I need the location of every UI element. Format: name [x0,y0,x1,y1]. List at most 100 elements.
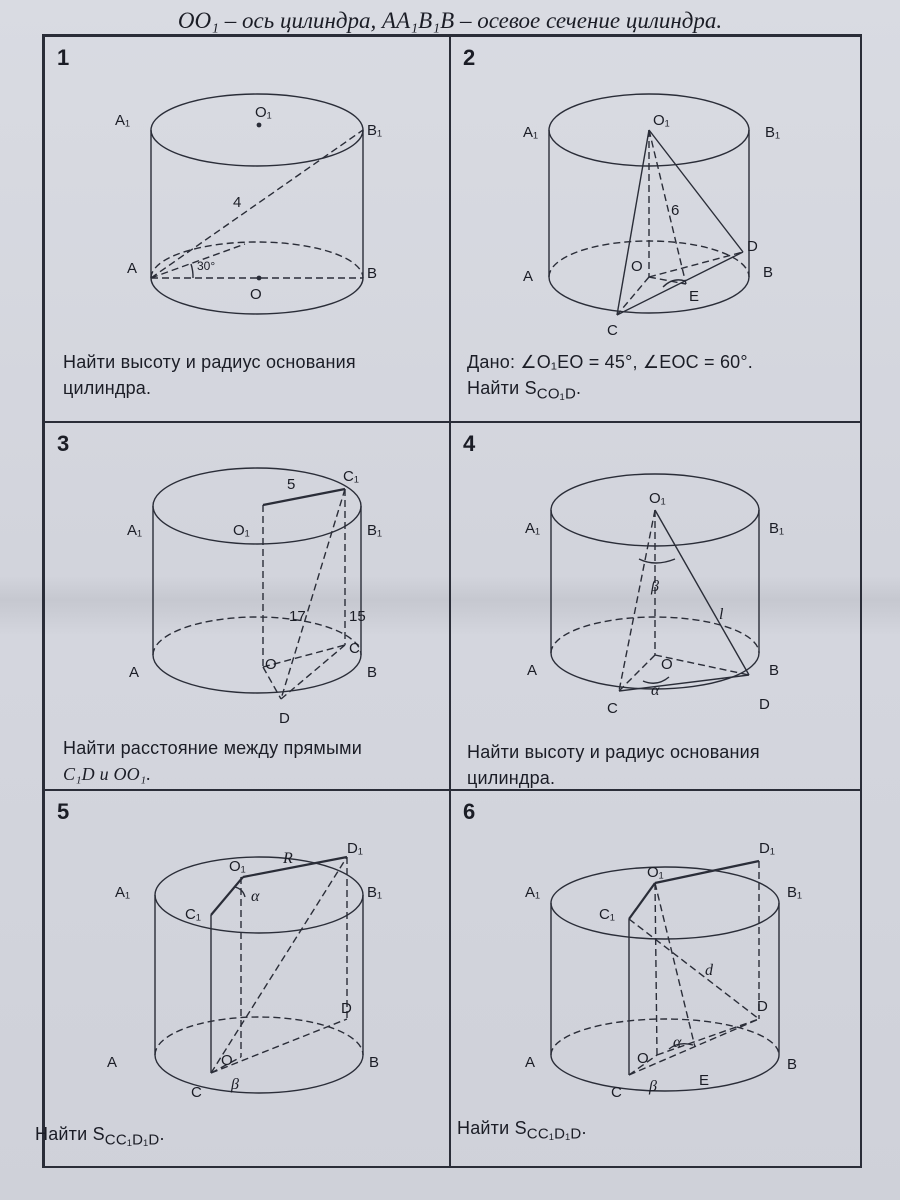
label-d: D [747,238,758,255]
task-text-2: Дано: ∠O₁EO = 45°, ∠EOC = 60°. Найти SCO… [467,349,837,408]
label-a1: A₁ [525,884,540,901]
problem-5: 5 A₁ O₁ R D₁ B₁ C₁ [35,790,450,1168]
label-a: A [523,268,533,285]
task-text-1: Найти высоту и радиус основания цилиндра… [63,349,433,401]
task-line: Найти расстояние между прямыми [63,738,362,758]
task-text-4: Найти высоту и радиус основания цилиндра… [467,739,837,791]
label-c: C [611,1084,622,1101]
label-beta: β [648,1078,657,1095]
label-a: A [107,1054,117,1071]
label-b: B [367,664,377,681]
task-line: Найти высоту и радиус основания [467,742,760,762]
label-b: B [763,264,773,281]
label-o: O [265,656,277,673]
label-b1: B₁ [765,124,780,141]
label-length-17: 17 [289,608,306,625]
label-a1: A₁ [525,520,540,537]
label-b: B [787,1056,797,1073]
label-c1: C₁ [185,906,201,923]
task-line: цилиндра. [63,378,152,398]
label-o1: O₁ [649,490,666,507]
label-o: O [661,656,673,673]
label-length-6: 6 [671,202,679,219]
label-c: C [607,700,618,717]
problem-number: 2 [463,45,476,70]
label-a1: A₁ [523,124,538,141]
task-line: Дано: ∠O₁EO = 45°, ∠EOC = 60°. [467,352,753,372]
task-line: Найти SCO₁D. [467,375,837,408]
problem-number: 5 [57,799,70,824]
task-period: . [159,1124,165,1144]
problem-number: 4 [463,431,476,456]
problem-number: 1 [57,45,70,70]
problem-4: 4 A₁ O₁ B₁ A O B C [450,422,862,790]
task-subscript: CC₁D₁D [526,1125,582,1143]
task-find: Найти S [457,1118,527,1138]
label-o: O [250,286,262,303]
label-o: O [221,1052,233,1069]
label-a: A [129,664,139,681]
label-angle-30: 30° [197,259,215,273]
label-alpha: α [251,888,260,905]
task-subscript: CC₁D₁D [104,1131,160,1149]
task-line: цилиндра. [467,768,556,788]
label-b: B [367,265,377,282]
task-line: Найти SCC₁D₁D. [35,1121,405,1154]
label-r: R [282,850,293,867]
problem-1: 1 A₁ O₁ B₁ A O B 4 30° [44,36,450,422]
label-b1: B₁ [367,122,382,139]
cylinder-figure-4: A₁ O₁ B₁ A O B C D β l α [525,473,784,717]
cylinder-figure-1: A₁ O₁ B₁ A O B 4 30° [115,93,382,315]
task-find: Найти S [467,378,537,398]
label-a: A [527,662,537,679]
label-b: B [369,1054,379,1071]
label-b: B [769,662,779,679]
label-c1: C₁ [599,906,615,923]
label-o1: O₁ [229,858,246,875]
label-c1: C₁ [343,468,359,485]
task-text-6: Найти SCC₁D₁D. [457,1115,827,1148]
label-o1: O₁ [647,864,664,881]
label-o: O [637,1050,649,1067]
task-line: Найти SCC₁D₁D. [457,1115,827,1148]
label-length-15: 15 [349,608,366,625]
task-subscript: CO₁D [536,385,576,403]
label-c: C [349,640,360,657]
label-length-4: 4 [233,194,241,211]
task-text-3: Найти расстояние между прямыми C₁D и OO₁… [63,735,433,787]
label-e: E [689,288,699,305]
problem-6: 6 A₁ O₁ D₁ B₁ [450,790,862,1168]
label-a: A [525,1054,535,1071]
problem-2: 2 A₁ O₁ B₁ A O B [450,36,862,422]
task-text-5: Найти SCC₁D₁D. [35,1121,405,1154]
label-d: D [759,696,770,713]
label-b1: B₁ [787,884,802,901]
task-period: . [575,378,582,398]
label-l: l [719,606,724,623]
label-o1: O₁ [255,104,272,121]
label-c: C [607,322,618,339]
task-period: . [581,1118,587,1138]
label-b1: B₁ [769,520,784,537]
label-length-5: 5 [287,476,295,493]
label-e: E [699,1072,709,1089]
cylinder-figure-6: A₁ O₁ D₁ B₁ C₁ d A O D B E C α β [525,840,802,1101]
worksheet-header: OO₁ – ось цилиндра, AA₁B₁B – осевое сече… [177,8,723,33]
label-alpha: α [673,1034,682,1051]
label-a1: A₁ [115,884,130,901]
problem-number: 6 [463,799,476,824]
cylinder-figure-3: A₁ O₁ C₁ B₁ A O C B D 5 17 15 [127,467,382,727]
label-d1: D₁ [347,840,363,857]
label-a1: A₁ [115,112,130,129]
label-o: O [631,258,643,275]
cylinder-figure-2: A₁ O₁ B₁ A O B C D E 6 [523,93,780,339]
label-d: D [341,1000,352,1017]
label-d: D [757,998,768,1015]
label-o1: O₁ [653,112,670,129]
problem-3: 3 A₁ O₁ C₁ B₁ A O C B [44,422,450,790]
label-b1: B₁ [367,522,382,539]
label-beta: β [230,1076,239,1093]
label-d1: D₁ [759,840,775,857]
label-beta: β [650,578,659,595]
